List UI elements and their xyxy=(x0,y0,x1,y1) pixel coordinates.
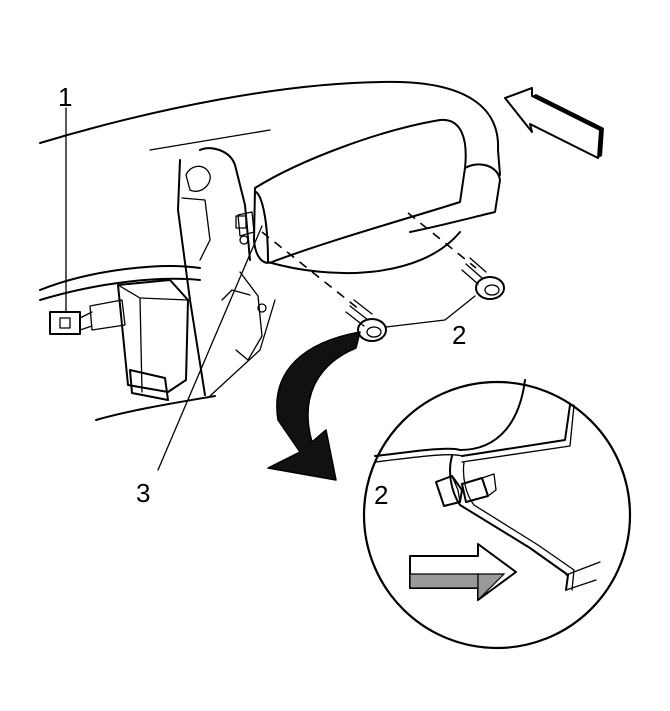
curved-arrow-icon xyxy=(267,331,361,481)
detail-view xyxy=(362,379,632,650)
knee-bolster xyxy=(221,118,501,361)
callout-2-detail: 2 xyxy=(374,480,389,510)
arrow-right-icon xyxy=(409,543,517,602)
bolt-right xyxy=(461,257,505,300)
callout-2-main: 2 xyxy=(452,320,467,350)
callout-3: 3 xyxy=(136,478,151,508)
side-panel xyxy=(177,147,251,396)
bolt-left xyxy=(345,299,387,342)
module-bracket xyxy=(49,279,189,401)
fasteners xyxy=(261,212,505,342)
arrow-right-icon xyxy=(504,87,604,159)
instrument-panel xyxy=(39,80,501,421)
detail-bolt xyxy=(435,473,497,507)
callout-1: 1 xyxy=(58,82,73,112)
